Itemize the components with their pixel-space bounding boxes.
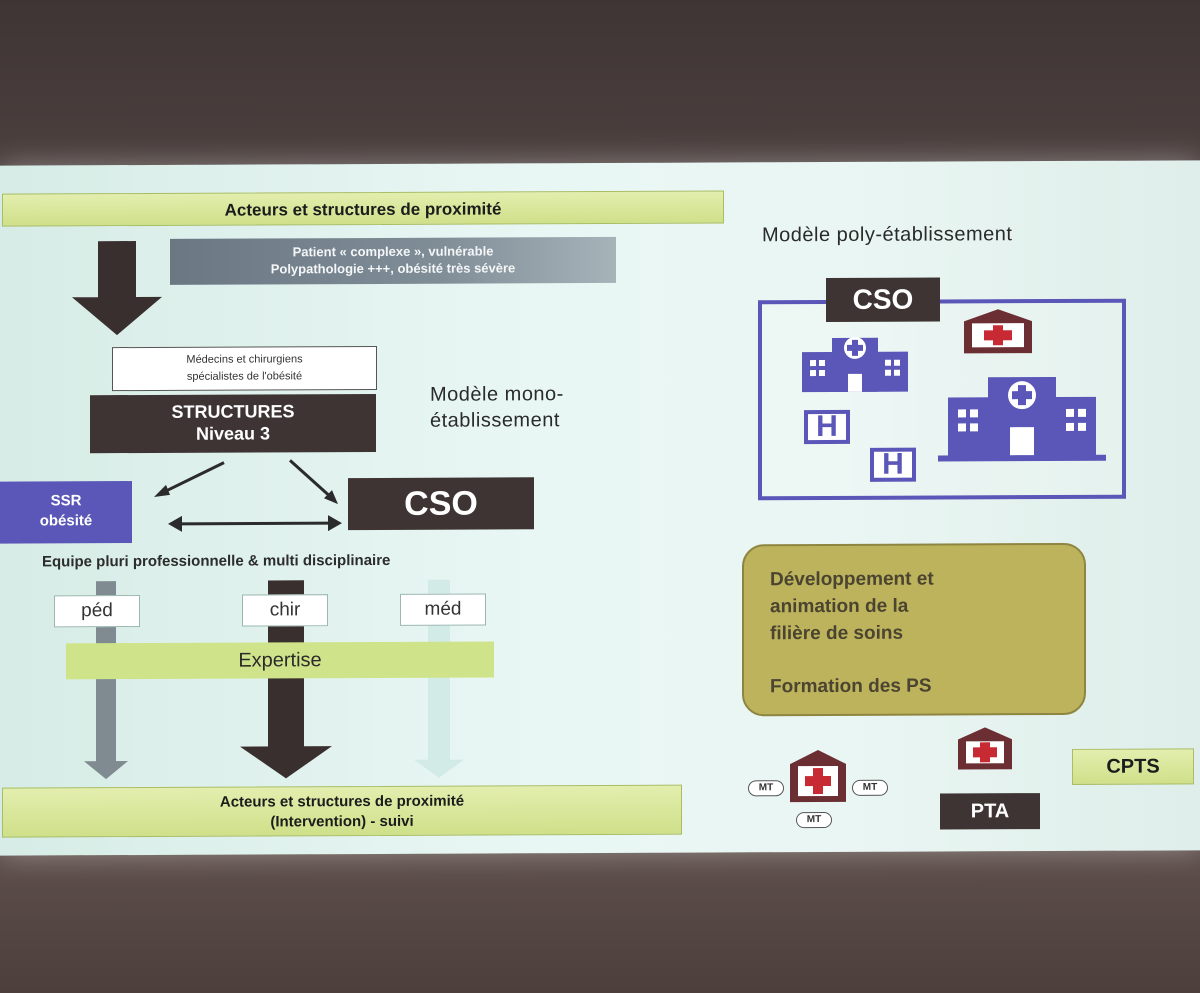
development-line-3: filière de soins: [770, 622, 904, 645]
specialty-chir-box[interactable]: chir: [242, 594, 328, 627]
specialty-ped-label: péd: [81, 600, 113, 622]
top-proximity-bar[interactable]: Acteurs et structures de proximité: [2, 190, 724, 227]
cso-center-label: CSO: [404, 484, 478, 523]
ssr-line-1: SSR: [50, 492, 82, 510]
small-hospital-icon: [802, 336, 908, 393]
hospital-h-icon-2: H: [870, 447, 916, 482]
bottom-proximity-bar[interactable]: Acteurs et structures de proximité (Inte…: [2, 784, 682, 838]
cso-poly-label: CSO: [852, 283, 914, 315]
team-description-text: Equipe pluri professionnelle & multi dis…: [42, 551, 391, 571]
projection-screen: Acteurs et structures de proximité Patie…: [0, 160, 1200, 856]
specialty-med-label: méd: [424, 598, 462, 620]
top-proximity-bar-label: Acteurs et structures de proximité: [224, 199, 502, 220]
team-description: Equipe pluri professionnelle & multi dis…: [42, 551, 602, 571]
development-line-4: Formation des PS: [770, 675, 932, 698]
development-line-2: animation de la: [770, 595, 909, 618]
bottom-bar-line-2: (Intervention) - suivi: [270, 812, 414, 831]
structures-line-1: STRUCTURES: [171, 401, 295, 422]
ssr-obesity-box[interactable]: SSR obésité: [0, 481, 132, 544]
patient-box[interactable]: Patient « complexe », vulnérable Polypat…: [170, 236, 616, 285]
specialty-ped-box[interactable]: péd: [54, 595, 140, 628]
patient-line-1: Patient « complexe », vulnérable: [292, 243, 494, 260]
arrow-to-cso-icon: [288, 459, 338, 505]
cso-poly-box[interactable]: CSO: [826, 277, 940, 323]
mt-badge-right-label: MT: [862, 781, 878, 793]
specialty-med-box[interactable]: méd: [400, 593, 486, 626]
down-arrow-icon: [72, 241, 162, 336]
mt-badge-bottom: MT: [796, 811, 832, 829]
hospital-h-letter-1: H: [816, 409, 838, 444]
ssr-line-2: obésité: [39, 512, 93, 530]
expertise-label: Expertise: [238, 649, 322, 672]
double-arrow-icon: [168, 515, 342, 532]
cso-center-box[interactable]: CSO: [348, 477, 534, 531]
mt-badge-bottom-label: MT: [806, 814, 822, 826]
poly-model-title: Modèle poly-établissement: [762, 222, 1182, 247]
patient-line-2: Polypathologie +++, obésité très sévère: [270, 260, 516, 277]
pta-house-icon: [958, 727, 1012, 770]
pta-box[interactable]: PTA: [940, 793, 1040, 830]
hospital-h-icon-1: H: [804, 409, 850, 445]
arrow-to-ssr-icon: [154, 461, 225, 497]
mono-model-title: Modèle mono- établissement: [430, 381, 670, 434]
cpts-label: CPTS: [1106, 755, 1160, 778]
specialists-line-1: Médecins et chirurgiens: [186, 353, 303, 366]
development-line-1: Développement et: [770, 568, 934, 591]
expertise-bar[interactable]: Expertise: [66, 641, 494, 680]
mono-model-line-2: établissement: [430, 409, 560, 432]
pta-label: PTA: [970, 800, 1010, 823]
cpts-box[interactable]: CPTS: [1072, 748, 1194, 785]
specialty-chir-label: chir: [269, 599, 301, 621]
hospital-h-letter-2: H: [882, 447, 904, 481]
mt-badge-left: MT: [748, 780, 784, 797]
development-box[interactable]: Développement et animation de la filière…: [742, 542, 1086, 717]
mt-badge-right: MT: [852, 779, 888, 796]
structures-level-3-box[interactable]: STRUCTURES Niveau 3: [90, 393, 376, 454]
large-hospital-icon: [938, 377, 1106, 462]
mono-model-line-1: Modèle mono-: [430, 383, 564, 406]
clinic-house-icon: [964, 309, 1032, 354]
doctor-house-icon: [790, 750, 846, 803]
specialists-box: Médecins et chirurgiens spécialistes de …: [112, 345, 377, 392]
specialists-line-2: spécialistes de l'obésité: [186, 370, 303, 383]
poly-model-text: Modèle poly-établissement: [762, 223, 1013, 247]
structures-line-2: Niveau 3: [195, 423, 271, 444]
mt-badge-left-label: MT: [758, 782, 774, 794]
